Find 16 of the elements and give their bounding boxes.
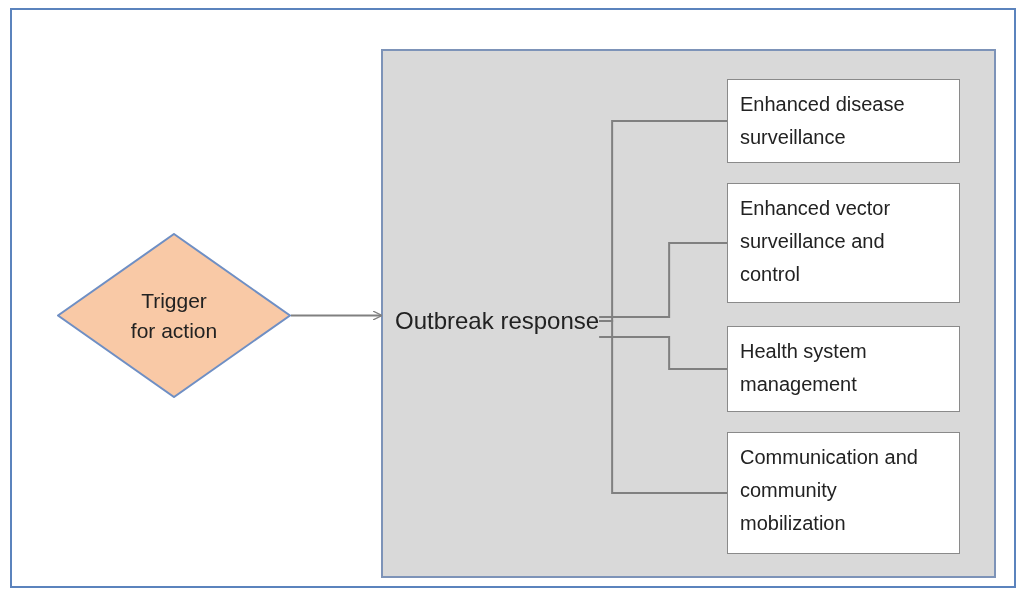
panel-heading: Outbreak response [395,307,600,334]
response-panel [381,49,996,578]
node-label: Enhanced vector surveillance and control [740,196,892,287]
node-label: Enhanced disease surveillance [740,92,906,150]
node-label: Communication and community mobilization [740,445,919,536]
decision-diamond [57,233,291,398]
connector-line [598,336,728,370]
arrow [290,310,383,321]
process-box [727,432,960,554]
process-box [727,183,960,303]
connector-line [598,320,728,494]
node-label: Trigger for action [129,287,219,344]
process-box [727,79,960,163]
connector-line [598,242,728,318]
process-box [727,326,960,412]
node-label: Health system management [740,339,868,397]
